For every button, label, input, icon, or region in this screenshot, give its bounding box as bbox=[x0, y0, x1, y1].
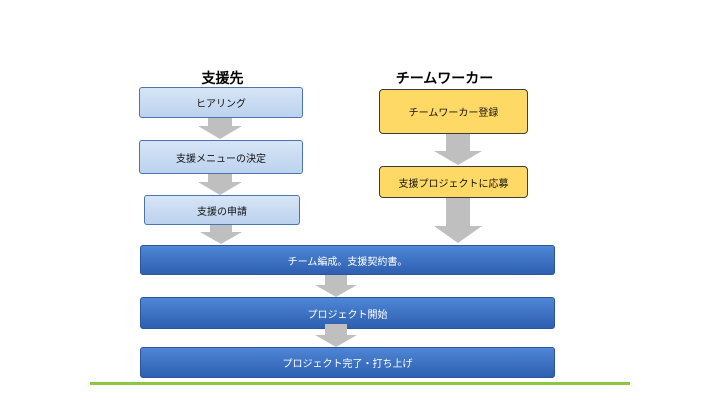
down-arrow-icon bbox=[196, 174, 244, 196]
down-arrow-icon bbox=[432, 134, 484, 166]
down-arrow-icon bbox=[313, 275, 359, 298]
project-start-step: プロジェクト開始 bbox=[140, 297, 555, 329]
down-arrow-icon bbox=[198, 225, 244, 245]
baseline-divider bbox=[90, 382, 630, 385]
project-complete-step: プロジェクト完了・打ち上げ bbox=[140, 347, 555, 378]
client-heading: 支援先 bbox=[201, 71, 244, 87]
team-formation-step: チーム編成。支援契約書。 bbox=[140, 245, 555, 275]
menu-decision-step: 支援メニューの決定 bbox=[139, 140, 303, 174]
menu-decision-step-label: 支援メニューの決定 bbox=[176, 153, 266, 165]
hearing-step-label: ヒアリング bbox=[196, 99, 246, 110]
worker-registration-step: チームワーカー登録 bbox=[379, 89, 528, 134]
down-arrow-icon bbox=[313, 324, 359, 348]
project-start-step-label: プロジェクト開始 bbox=[307, 309, 388, 321]
down-arrow-icon bbox=[432, 198, 484, 244]
project-apply-step-label: 支援プロジェクトに応募 bbox=[398, 178, 509, 190]
hearing-step: ヒアリング bbox=[139, 87, 303, 118]
application-step: 支援の申請 bbox=[144, 195, 300, 225]
application-step-label: 支援の申請 bbox=[197, 206, 247, 218]
team-worker-heading: チームワーカー bbox=[395, 71, 494, 87]
down-arrow-icon bbox=[196, 118, 244, 140]
project-complete-step-label: プロジェクト完了・打ち上げ bbox=[282, 359, 413, 370]
worker-registration-step-label: チームワーカー登録 bbox=[408, 108, 499, 119]
project-apply-step: 支援プロジェクトに応募 bbox=[379, 166, 528, 198]
team-formation-step-label: チーム編成。支援契約書。 bbox=[287, 256, 408, 268]
